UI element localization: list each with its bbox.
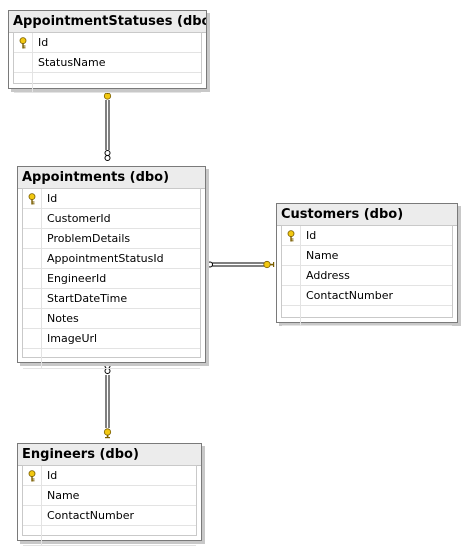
column-row[interactable]: Id bbox=[23, 189, 200, 209]
relationship-appointments-customers[interactable] bbox=[202, 260, 275, 269]
column-row[interactable]: Id bbox=[282, 226, 452, 246]
column-name: ImageUrl bbox=[47, 332, 98, 345]
column-row[interactable]: Address bbox=[282, 266, 452, 286]
row-divider bbox=[41, 309, 42, 328]
many-end-infinity-icon bbox=[104, 363, 111, 374]
column-name: Id bbox=[47, 469, 58, 482]
row-divider bbox=[41, 506, 42, 525]
column-row[interactable]: CustomerId bbox=[23, 209, 200, 229]
row-divider bbox=[41, 526, 42, 545]
row-divider bbox=[32, 73, 33, 92]
row-divider bbox=[41, 349, 42, 368]
empty-row bbox=[23, 349, 200, 369]
column-row[interactable]: Id bbox=[23, 466, 196, 486]
key-icon bbox=[14, 33, 33, 52]
table-appointments[interactable]: Appointments (dbo) Id CustomerId Problem… bbox=[17, 166, 206, 369]
column-name: ContactNumber bbox=[47, 509, 134, 522]
column-row[interactable]: Name bbox=[282, 246, 452, 266]
column-name: ProblemDetails bbox=[47, 232, 131, 245]
column-row[interactable]: ContactNumber bbox=[23, 506, 196, 526]
table-engineers[interactable]: Engineers (dbo) Id Name ContactNumber bbox=[17, 443, 202, 546]
column-row[interactable]: ContactNumber bbox=[282, 286, 452, 306]
empty-row bbox=[14, 73, 201, 93]
column-row[interactable]: ProblemDetails bbox=[23, 229, 200, 249]
many-end-infinity-icon bbox=[104, 150, 111, 161]
column-row[interactable]: ImageUrl bbox=[23, 329, 200, 349]
column-name: Notes bbox=[47, 312, 79, 325]
relationship-appointments-engineers[interactable] bbox=[103, 363, 112, 439]
table-title[interactable]: Appointments (dbo) bbox=[18, 167, 205, 189]
column-row[interactable]: EngineerId bbox=[23, 269, 200, 289]
table-customers[interactable]: Customers (dbo) Id Name Address ContactN… bbox=[276, 203, 458, 326]
column-name: StartDateTime bbox=[47, 292, 128, 305]
column-row[interactable]: Notes bbox=[23, 309, 200, 329]
column-name: Id bbox=[38, 36, 49, 49]
column-name: Name bbox=[47, 489, 80, 502]
column-name: Id bbox=[47, 192, 58, 205]
row-divider bbox=[41, 329, 42, 348]
row-divider bbox=[41, 209, 42, 228]
table-title[interactable]: Customers (dbo) bbox=[277, 204, 457, 226]
column-name: CustomerId bbox=[47, 212, 111, 225]
column-row[interactable]: AppointmentStatusId bbox=[23, 249, 200, 269]
row-divider bbox=[41, 269, 42, 288]
key-icon bbox=[23, 466, 42, 485]
column-name: ContactNumber bbox=[306, 289, 393, 302]
column-grid: Id Name Address ContactNumber bbox=[281, 225, 453, 326]
empty-row bbox=[23, 526, 196, 546]
column-grid: Id Name ContactNumber bbox=[22, 465, 197, 546]
column-name: Id bbox=[306, 229, 317, 242]
table-title[interactable]: AppointmentStatuses (dbo) bbox=[9, 11, 206, 33]
table-appointment-statuses[interactable]: AppointmentStatuses (dbo) Id StatusName bbox=[8, 10, 207, 93]
column-name: Address bbox=[306, 269, 350, 282]
table-title[interactable]: Engineers (dbo) bbox=[18, 444, 201, 466]
column-name: StatusName bbox=[38, 56, 106, 69]
relationship-appointments-statuses[interactable] bbox=[103, 90, 112, 161]
row-divider bbox=[300, 286, 301, 305]
row-divider bbox=[41, 289, 42, 308]
key-icon bbox=[282, 226, 301, 245]
row-divider bbox=[41, 249, 42, 268]
row-divider bbox=[41, 229, 42, 248]
column-name: Name bbox=[306, 249, 339, 262]
row-divider bbox=[300, 246, 301, 265]
column-row[interactable]: Id bbox=[14, 33, 201, 53]
column-grid: Id StatusName bbox=[13, 32, 202, 93]
row-divider bbox=[32, 53, 33, 72]
column-name: EngineerId bbox=[47, 272, 107, 285]
one-end-key-icon bbox=[263, 260, 275, 269]
row-divider bbox=[300, 266, 301, 285]
column-row[interactable]: StatusName bbox=[14, 53, 201, 73]
row-divider bbox=[300, 306, 301, 325]
one-end-key-icon bbox=[103, 428, 112, 439]
column-grid: Id CustomerId ProblemDetails Appointment… bbox=[22, 188, 201, 369]
key-icon bbox=[23, 189, 42, 208]
column-name: AppointmentStatusId bbox=[47, 252, 164, 265]
column-row[interactable]: StartDateTime bbox=[23, 289, 200, 309]
row-divider bbox=[41, 486, 42, 505]
empty-row bbox=[282, 306, 452, 326]
column-row[interactable]: Name bbox=[23, 486, 196, 506]
